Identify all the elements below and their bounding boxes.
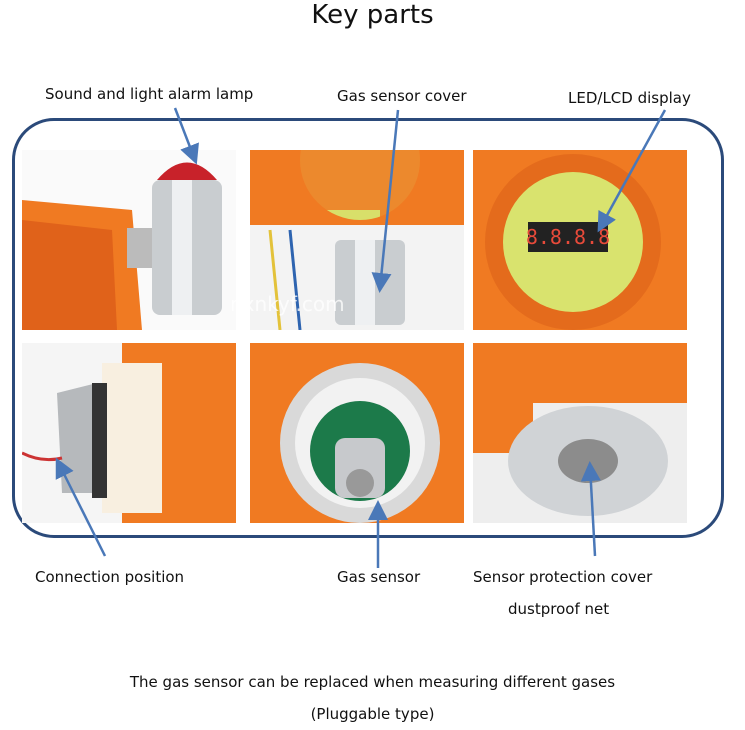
label-protection-cover: Sensor protection cover	[473, 568, 653, 586]
photo-display: 8.8.8.8	[473, 150, 687, 330]
label-display: LED/LCD display	[568, 89, 691, 107]
photo-frame	[12, 118, 724, 538]
photo-gas-sensor	[250, 343, 464, 523]
label-dustproof: dustproof net	[508, 600, 610, 618]
label-connection: Connection position	[35, 568, 185, 586]
photo-alarm-lamp	[22, 150, 236, 330]
photo-protection-cover	[473, 343, 687, 523]
display-readout: 8.8.8.8	[526, 225, 610, 249]
footer-line-2: (Pluggable type)	[310, 705, 435, 723]
photo-sensor-cover	[250, 150, 464, 330]
watermark: nxnkyf.com	[230, 292, 345, 316]
footer-line-1: The gas sensor can be replaced when meas…	[129, 673, 616, 691]
photo-connection	[22, 343, 236, 523]
page-title: Key parts	[311, 0, 434, 30]
label-sensor-cover: Gas sensor cover	[337, 87, 467, 105]
label-alarm-lamp: Sound and light alarm lamp	[45, 85, 254, 103]
label-gas-sensor: Gas sensor	[337, 568, 421, 586]
